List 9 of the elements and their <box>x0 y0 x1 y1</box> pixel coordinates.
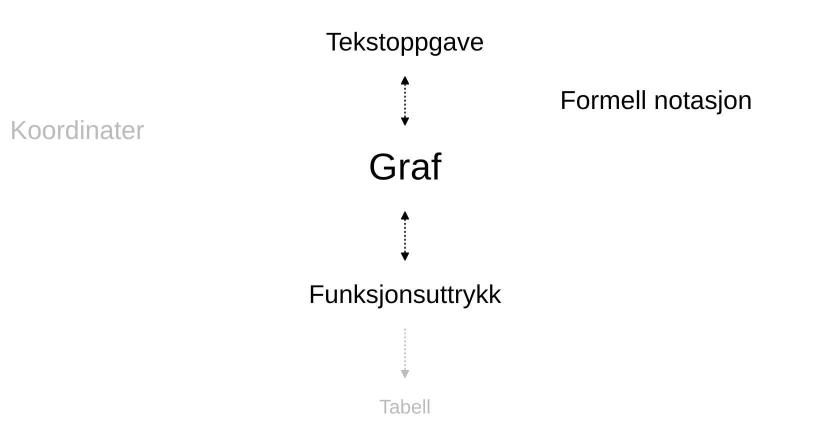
label-text: Koordinater <box>10 115 144 146</box>
node-text: Tekstoppgave <box>326 26 484 56</box>
node-text: Graf <box>368 147 442 188</box>
label-text: Formell notasjon <box>560 85 752 116</box>
arrow <box>400 211 410 261</box>
node-text: Funksjonsuttrykk <box>308 279 502 309</box>
node-text: Tabell <box>379 396 431 418</box>
arrow <box>400 328 410 378</box>
arrow <box>400 76 410 126</box>
